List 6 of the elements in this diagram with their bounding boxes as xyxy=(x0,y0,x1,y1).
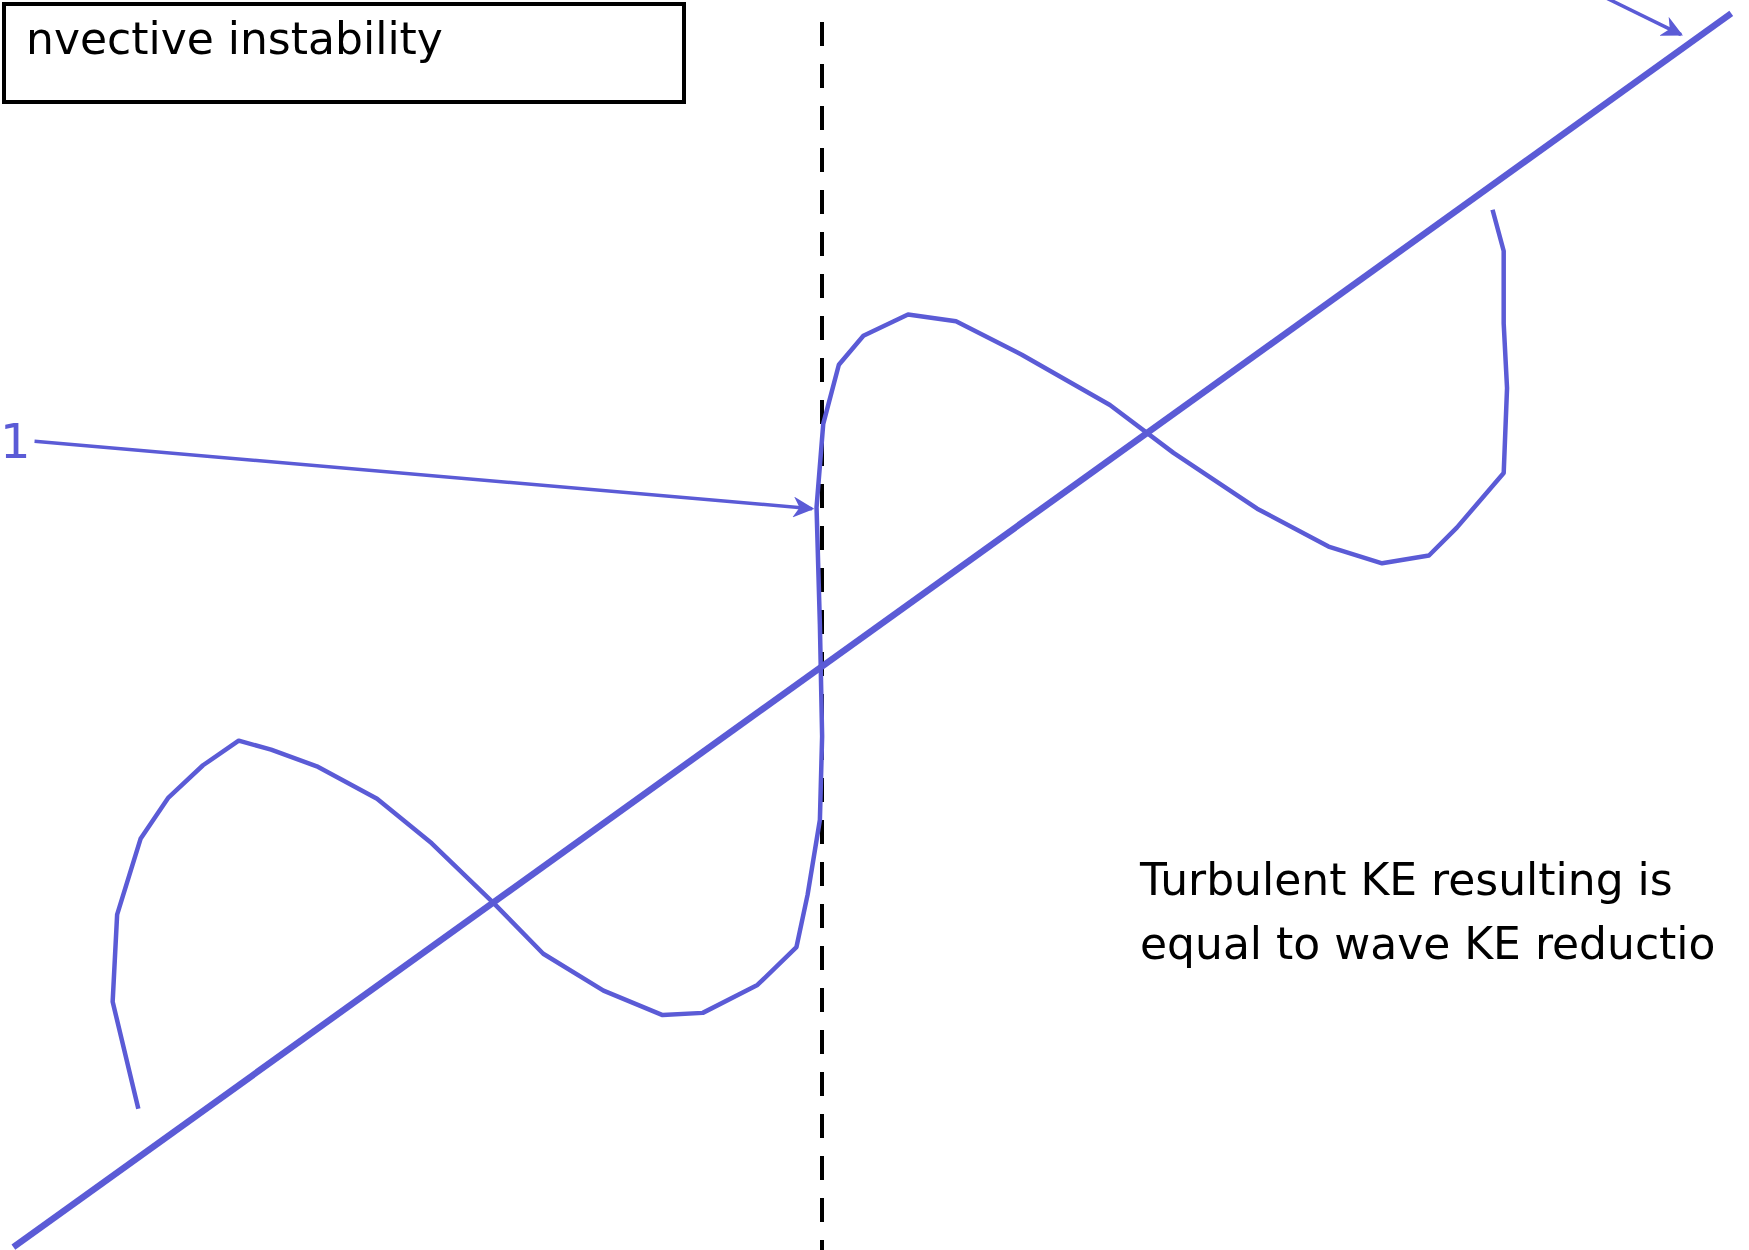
arrow xyxy=(1605,0,1683,37)
note-text: Turbulent KE resulting is equal to wave KE reductio xyxy=(1140,853,1717,971)
text-box xyxy=(2,2,686,104)
box-text: nvective instability xyxy=(26,12,443,66)
leader-line xyxy=(34,439,815,518)
callout-number: 1 xyxy=(0,410,31,473)
